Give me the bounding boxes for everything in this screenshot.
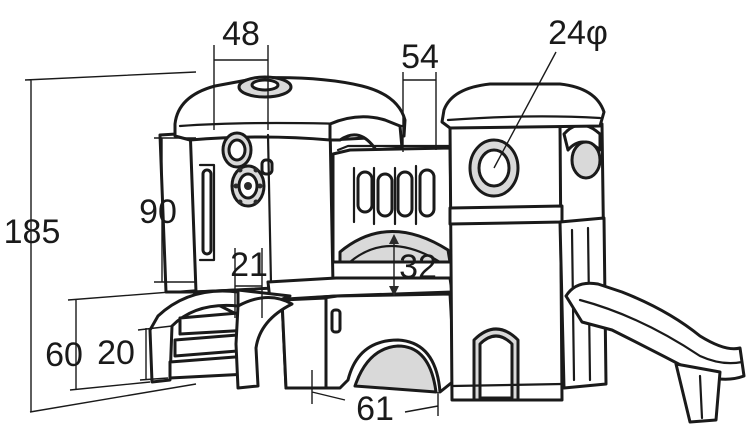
steering-wheel	[230, 164, 266, 208]
dim-label-step-width: 21	[230, 246, 268, 284]
dim-label-base-width: 61	[356, 390, 394, 428]
dim-label-top-width: 48	[222, 15, 260, 53]
dim-label-arch-height: 32	[399, 248, 437, 286]
slide	[564, 281, 746, 424]
dim-label-deck-width: 54	[401, 38, 439, 76]
dim-label-window-diameter: 24φ	[548, 14, 608, 52]
dim-label-platform-height: 60	[45, 336, 83, 374]
dimension-labels: 48 54 24φ 185 90 21 32 60 20 61	[4, 14, 608, 428]
dim-label-total-height: 185	[4, 213, 61, 251]
dim-label-step-height: 20	[97, 334, 135, 372]
left-tower	[158, 75, 407, 294]
dim-label-tower-height: 90	[139, 193, 177, 231]
center-deck	[266, 144, 457, 394]
left-arch	[328, 115, 404, 152]
front-steps	[148, 288, 294, 390]
right-tower	[440, 82, 608, 402]
dimension-lines	[24, 45, 557, 416]
